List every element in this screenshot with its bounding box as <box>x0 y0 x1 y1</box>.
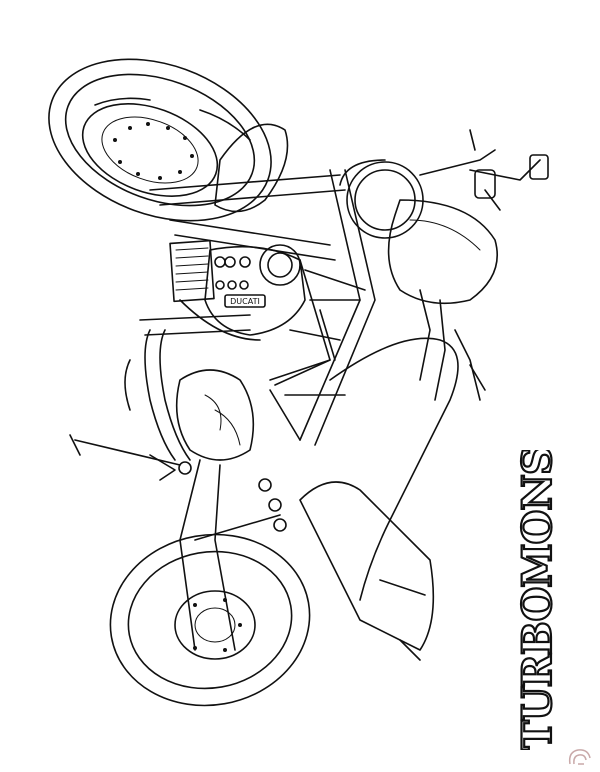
engine-badge <box>224 294 266 308</box>
watermark-logo-icon <box>568 749 591 765</box>
trellis-frame <box>269 169 376 446</box>
handlebars <box>419 129 549 401</box>
title-lettering: TURBOMONSTER <box>505 354 565 751</box>
rear-wheel <box>109 533 311 707</box>
footpeg <box>149 454 176 481</box>
fuel-tank <box>387 199 499 305</box>
kickstand <box>74 439 181 466</box>
front-fender <box>214 123 289 213</box>
cylinder-head <box>175 369 255 461</box>
front-wheel <box>48 58 272 222</box>
title-text: TURBOMONSTER <box>514 450 561 750</box>
engine: DUCATI <box>179 244 306 341</box>
front-brake-disc <box>113 122 194 180</box>
radiator <box>169 239 215 303</box>
svg-text:DUCATI: DUCATI <box>230 297 260 306</box>
exhaust-pipes <box>124 314 251 461</box>
seat-tail <box>299 337 459 661</box>
